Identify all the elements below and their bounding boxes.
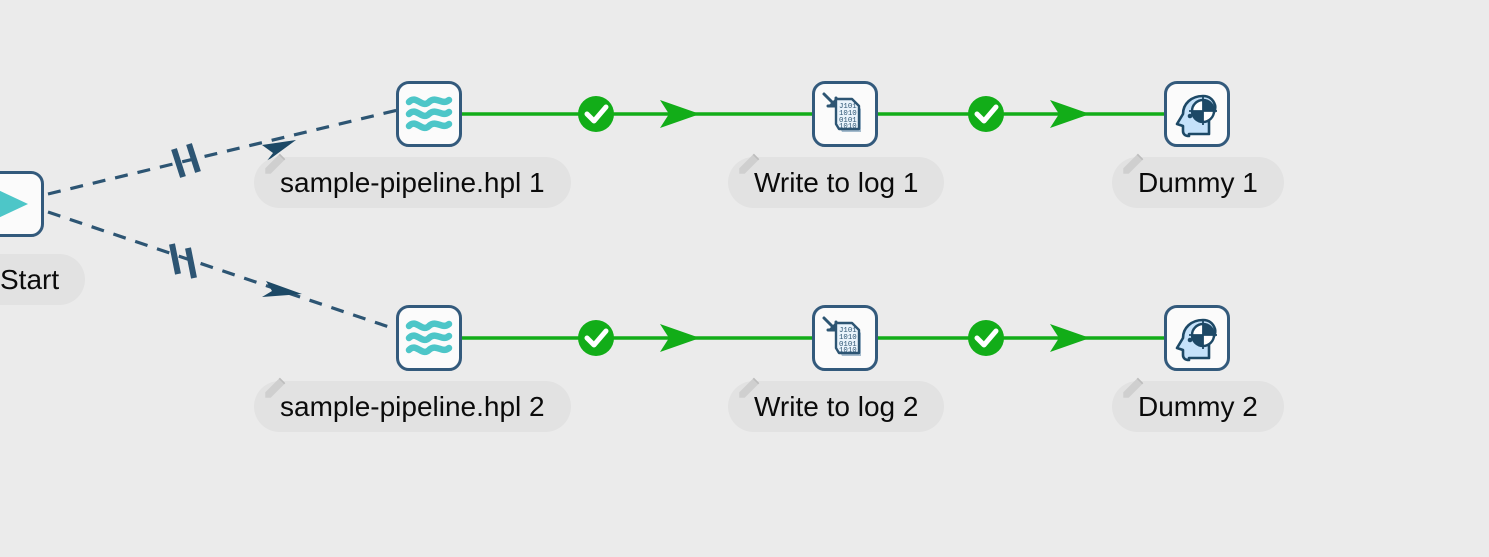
binary-line-3: 0101 <box>839 341 857 349</box>
label-pipeline-2[interactable]: sample-pipeline.hpl 2 <box>254 377 571 432</box>
label-dummy-2[interactable]: Dummy 2 <box>1112 377 1284 432</box>
dummy-head-icon <box>1175 94 1217 138</box>
pipeline-waves-icon <box>405 320 453 356</box>
binary-line-1: J101 <box>839 103 857 111</box>
node-write-to-log-1[interactable]: J101 1010 0101 1010 <box>812 81 878 147</box>
label-write-to-log-1-text: Write to log 1 <box>754 166 919 198</box>
hop-line <box>47 210 399 332</box>
node-pipeline-1[interactable] <box>396 81 462 147</box>
binary-line-2: 1010 <box>839 110 857 118</box>
hop-pipeline-1-to-write-to-log-1[interactable] <box>462 96 812 132</box>
binary-line-3: 0101 <box>839 117 857 125</box>
pipeline-waves-icon <box>405 96 453 132</box>
green-arrowhead <box>660 100 700 128</box>
label-write-to-log-2-text: Write to log 2 <box>754 390 919 422</box>
unconditional-hop-marker <box>171 143 201 178</box>
hop-write-to-log-1-to-dummy-1[interactable] <box>878 96 1164 132</box>
play-triangle-icon <box>0 190 28 218</box>
green-arrowhead <box>660 324 700 352</box>
label-pipeline-2-text: sample-pipeline.hpl 2 <box>280 390 545 422</box>
node-write-to-log-2[interactable]: J101 1010 0101 1010 <box>812 305 878 371</box>
label-dummy-1[interactable]: Dummy 1 <box>1112 153 1284 208</box>
write-to-log-icon: J101 1010 0101 1010 <box>822 316 861 356</box>
label-dummy-2-text: Dummy 2 <box>1138 390 1258 422</box>
binary-line-2: 1010 <box>839 334 857 342</box>
hop-write-to-log-2-to-dummy-2[interactable] <box>878 320 1164 356</box>
node-pipeline-2[interactable] <box>396 305 462 371</box>
hop-start-to-pipeline-2[interactable] <box>47 210 399 332</box>
success-check-icon[interactable] <box>578 320 614 356</box>
hop-pipeline-2-to-write-to-log-2[interactable] <box>462 320 812 356</box>
node-dummy-2[interactable] <box>1164 305 1230 371</box>
label-pipeline-1-text: sample-pipeline.hpl 1 <box>280 166 545 198</box>
success-check-icon[interactable] <box>968 96 1004 132</box>
node-dummy-1[interactable] <box>1164 81 1230 147</box>
binary-line-1: J101 <box>839 327 857 335</box>
label-write-to-log-2[interactable]: Write to log 2 <box>728 377 945 432</box>
label-start[interactable]: Start <box>0 254 86 305</box>
green-arrowhead <box>1050 100 1090 128</box>
label-write-to-log-1[interactable]: Write to log 1 <box>728 153 945 208</box>
label-pipeline-1[interactable]: sample-pipeline.hpl 1 <box>254 153 571 208</box>
dashed-arrowhead <box>262 281 302 297</box>
unconditional-hop-marker <box>169 243 197 279</box>
binary-line-4: 1010 <box>839 123 857 131</box>
label-dummy-1-text: Dummy 1 <box>1138 166 1258 198</box>
binary-line-4: 1010 <box>839 347 857 355</box>
label-start-text: Start <box>0 263 60 295</box>
success-check-icon[interactable] <box>578 96 614 132</box>
success-check-icon[interactable] <box>968 320 1004 356</box>
node-start[interactable] <box>0 171 44 237</box>
write-to-log-icon: J101 1010 0101 1010 <box>822 92 861 132</box>
dummy-head-icon <box>1175 318 1217 362</box>
green-arrowhead <box>1050 324 1090 352</box>
